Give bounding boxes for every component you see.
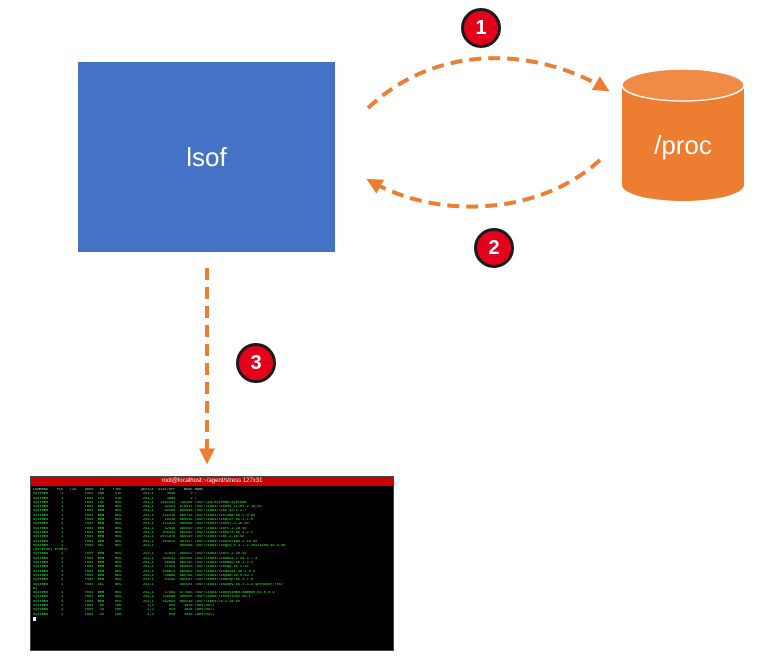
terminal-line: systemd 1 root mem REG 253,1 264512 6854…: [33, 556, 258, 561]
terminal-line: systemd 1 root 0u CHR 1,3 0t0 1028 /dev/…: [33, 604, 215, 609]
terminal-window: root@localhost:~/agent/stress 127x31 COM…: [30, 476, 394, 651]
terminal-line: systemd 1 root DEL REG 253,1 685566 /usr…: [33, 543, 286, 548]
terminal-line: systemd 1 root mem REG 253,1 300152 6855…: [33, 530, 253, 535]
terminal-cursor: [33, 616, 36, 621]
terminal-titlebar: root@localhost:~/agent/stress 127x31: [31, 477, 393, 486]
terminal-line: systemd 1 root mem REG 253,1 2071976 685…: [33, 535, 245, 540]
terminal-line: systemd 1 root mem REG 253,1 90968 68579…: [33, 561, 253, 566]
terminal-line: systemd 1 root rtd DIR 253,1 4096 2 /: [33, 496, 197, 501]
terminal-line: systemd 1 root mem REG 253,1 108672 6858…: [33, 569, 256, 574]
terminal-line: systemd 1 root mem REG 253,1 155416 6807…: [33, 513, 256, 518]
terminal-line: systemd 1 root mem REG 253,1 92560 68556…: [33, 509, 247, 514]
proc-label: /proc: [654, 130, 712, 160]
terminal-line: systemd 1 root mem REG 253,1 47624 68555…: [33, 552, 247, 557]
terminal-line: systemd 1 root 1u CHR 1,3 0t0 1028 /dev/…: [33, 608, 215, 613]
terminal-line: systemd 1 root DEL REG 253,1 685581 /usr…: [33, 582, 284, 587]
terminal-line: systemd 1 root mem REG 253,1 162824 6855…: [33, 599, 241, 604]
terminal-line: systemd 1 root mem REG 253,1 19536 68052…: [33, 518, 253, 523]
terminal-line: b): [33, 586, 38, 591]
terminal-line: systemd 1 root mem REG 253,1 115224 6856…: [33, 522, 249, 527]
step-badge-1: 1: [461, 8, 501, 48]
terminal-line: systemd 1 root 2u CHR 1,3 0t0 1028 /dev/…: [33, 612, 215, 617]
terminal-line: systemd 1 root mem REG 253,1 144552 6813…: [33, 539, 258, 544]
terminal-line: systemd 1 root mem REG 253,1 21424 68562…: [33, 565, 249, 570]
terminal-output: COMMAND PID TID USER FD TYPE DEVICE SIZE…: [33, 488, 391, 648]
step-badge-2: 2: [474, 228, 514, 268]
lsof-label: lsof: [186, 141, 227, 172]
terminal-line: systemd 1 root mem REG 253,1 58968 68576…: [33, 573, 253, 578]
terminal-line: (deleted) ef0e7f: [33, 548, 68, 553]
terminal-line: systemd 1 root cwd DIR 253,1 4096 2 /: [33, 492, 197, 497]
terminal-line: systemd 1 root txt REG 253,1 1482432 765…: [33, 500, 247, 505]
terminal-header-line: COMMAND PID TID USER FD TYPE DEVICE SIZE…: [33, 488, 204, 492]
terminal-line: systemd 1 root mem REG 253,1 17984 67798…: [33, 591, 275, 596]
step-badge-3: 3: [236, 343, 276, 383]
terminal-line: systemd 1 root mem REG 253,1 44592 68558…: [33, 578, 253, 583]
terminal-line: systemd 1 root mem REG 253,1 32448 68554…: [33, 526, 247, 531]
lsof-box: lsof: [78, 62, 335, 252]
terminal-line: systemd 1 root mem REG 253,1 136488 6855…: [33, 595, 251, 600]
arrow-2-response: [366, 158, 602, 209]
arrow-1-request: [366, 56, 610, 110]
proc-cylinder: [621, 68, 745, 201]
terminal-line: systemd 1 root mem REG 253,1 62424 67851…: [33, 505, 262, 510]
